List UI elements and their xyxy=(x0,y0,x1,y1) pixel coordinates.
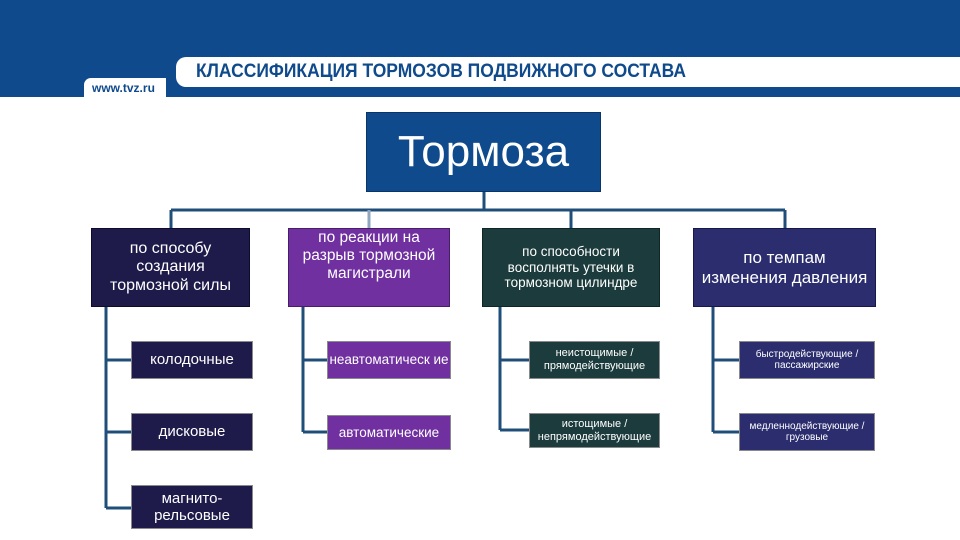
category-leak-replenishment: по способности восполнять утечки в тормо… xyxy=(482,228,660,307)
root-node: Тормоза xyxy=(366,112,601,192)
website-tab xyxy=(84,78,166,97)
category-braking-force-method: по способу создания тормозной силы xyxy=(91,228,250,307)
website-url: www.tvz.ru xyxy=(92,81,155,95)
item-fast-acting-passenger: быстродействующие / пассажирские xyxy=(739,341,875,379)
item-inexhaustible-direct: неистощимые / прямодействующие xyxy=(529,341,660,379)
item-slow-acting-freight: медленнодействующие / грузовые xyxy=(739,413,875,451)
page-title: КЛАССИФИКАЦИЯ ТОРМОЗОВ ПОДВИЖНОГО СОСТАВ… xyxy=(196,61,686,82)
item-disc-brakes: дисковые xyxy=(131,413,253,451)
item-non-automatic: неавтоматическ ие xyxy=(327,341,451,379)
category-line-break-reaction: по реакции на разрыв тормозной магистрал… xyxy=(288,228,450,307)
item-exhaustible-indirect: истощимые / непрямодействующие xyxy=(529,413,660,448)
item-automatic: автоматические xyxy=(327,415,451,450)
item-shoe-brakes: колодочные xyxy=(131,341,253,379)
title-bar xyxy=(176,57,960,87)
category-pressure-change-rate: по темпам изменения давления xyxy=(693,228,876,307)
item-magnetic-rail-brakes: магнито-рельсовые xyxy=(131,485,253,529)
